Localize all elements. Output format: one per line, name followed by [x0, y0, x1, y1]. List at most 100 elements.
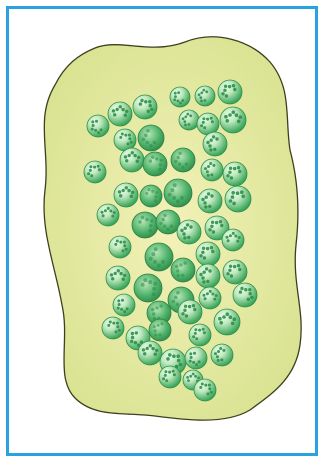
- granule: [142, 138, 146, 142]
- granule: [161, 260, 165, 264]
- cell: [233, 283, 257, 307]
- granule: [211, 221, 214, 224]
- granule: [208, 205, 211, 208]
- granule: [201, 251, 204, 254]
- granule: [198, 93, 201, 96]
- granule: [155, 349, 158, 352]
- granule: [194, 332, 197, 335]
- granule: [183, 261, 186, 264]
- cell-membrane: [134, 274, 162, 302]
- granule: [147, 110, 150, 113]
- granule: [179, 102, 182, 105]
- granule: [177, 91, 180, 94]
- granule: [215, 294, 218, 297]
- granule: [170, 225, 173, 228]
- granule: [165, 379, 168, 382]
- granule: [202, 247, 205, 250]
- granule: [247, 298, 250, 301]
- cell: [133, 95, 157, 119]
- granule: [239, 115, 243, 119]
- granule: [206, 170, 209, 173]
- granule: [89, 169, 92, 172]
- granule: [176, 354, 180, 358]
- cell: [222, 229, 244, 251]
- granule: [218, 317, 222, 321]
- cell: [106, 266, 130, 290]
- cell: [189, 324, 211, 346]
- granule: [118, 329, 121, 332]
- granule: [135, 331, 138, 334]
- granule: [122, 189, 125, 192]
- granule: [231, 195, 235, 199]
- granule: [220, 358, 223, 361]
- granule: [159, 304, 162, 307]
- granule: [184, 124, 187, 127]
- granule: [143, 352, 146, 355]
- granule: [149, 257, 153, 261]
- cell: [194, 379, 216, 401]
- granule: [122, 278, 125, 281]
- granule: [237, 264, 240, 267]
- granule: [119, 105, 122, 108]
- granule: [166, 228, 169, 231]
- granule: [113, 113, 116, 116]
- granule: [212, 230, 215, 233]
- granule: [232, 202, 236, 206]
- granule: [195, 337, 198, 340]
- granule: [166, 357, 170, 361]
- granule: [168, 353, 172, 357]
- granule: [208, 228, 211, 231]
- granule: [148, 100, 151, 103]
- granule: [214, 352, 217, 355]
- granule: [210, 246, 213, 249]
- cell: [223, 260, 247, 284]
- granule: [152, 287, 156, 291]
- cell-membrane: [159, 366, 181, 388]
- granule: [120, 308, 123, 311]
- cell: [120, 148, 144, 172]
- granule: [187, 379, 190, 382]
- granule: [122, 249, 125, 252]
- granule: [193, 352, 196, 355]
- granule: [190, 356, 193, 359]
- granule: [186, 223, 189, 226]
- granule: [123, 274, 126, 277]
- cell: [109, 236, 131, 258]
- granule: [125, 110, 128, 113]
- granule: [200, 124, 203, 127]
- granule: [230, 176, 233, 179]
- granule: [225, 94, 228, 97]
- cell: [199, 287, 221, 309]
- granule: [249, 292, 252, 295]
- granule: [151, 308, 154, 311]
- granule: [146, 141, 150, 145]
- granule: [182, 232, 185, 235]
- granule: [219, 347, 222, 350]
- granule: [221, 92, 224, 95]
- granule: [130, 340, 133, 343]
- granule: [127, 142, 130, 145]
- granule: [121, 108, 124, 111]
- granule: [173, 373, 176, 376]
- cell-membrane: [194, 379, 216, 401]
- granule: [164, 374, 167, 377]
- granule: [233, 317, 237, 321]
- granule: [154, 353, 157, 356]
- granule: [174, 95, 177, 98]
- granule: [123, 241, 126, 244]
- granule: [89, 165, 92, 168]
- granule: [154, 334, 157, 337]
- cell: [218, 80, 242, 104]
- granule: [91, 128, 94, 131]
- cell-membrane: [102, 317, 124, 339]
- granule: [124, 134, 127, 137]
- granule: [117, 307, 120, 310]
- cell-membrane: [198, 189, 222, 213]
- granule: [174, 160, 177, 163]
- granule: [231, 191, 235, 195]
- granule: [240, 287, 243, 290]
- granule: [87, 172, 90, 175]
- granule: [159, 222, 162, 225]
- granule: [177, 274, 180, 277]
- granule: [184, 227, 187, 230]
